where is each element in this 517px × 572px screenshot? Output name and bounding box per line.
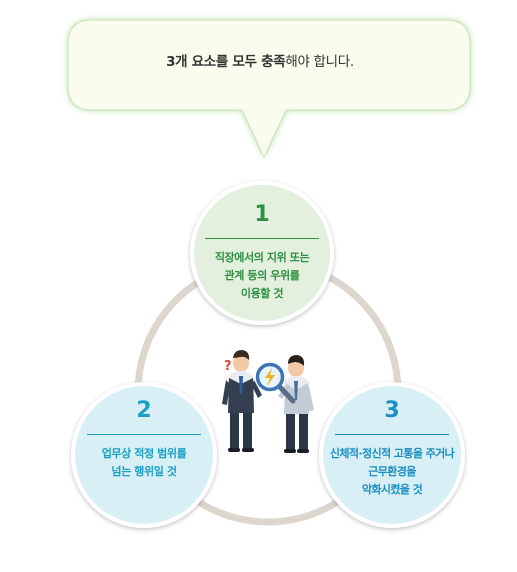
callout-rest-text: 해야 합니다. (285, 54, 354, 70)
lightning-icon (265, 368, 275, 386)
element-3-line: 근무환경을 (368, 465, 416, 478)
callout-text: 3개 요소를 모두 충족해야 합니다. (70, 50, 450, 70)
element-1-circle (190, 181, 334, 325)
person-right-figure (278, 355, 314, 453)
element-1: 1 직장에서의 지위 또는 관계 등의 우위를 이용할 것 (202, 202, 322, 303)
element-2-line: 넘는 행위일 것 (111, 465, 177, 478)
element-3-divider (335, 434, 449, 435)
element-1-line: 이용할 것 (240, 287, 284, 300)
element-2-divider (87, 434, 201, 435)
element-1-text: 직장에서의 지위 또는 관계 등의 우위를 이용할 것 (202, 249, 322, 303)
element-3-text: 신체적·정신적 고통을 주거나 근무환경을 악화시켰을 것 (326, 445, 458, 499)
element-1-line: 직장에서의 지위 또는 (214, 251, 310, 264)
element-2: 2 업무상 적정 범위를 넘는 행위일 것 (84, 398, 204, 481)
element-1-divider (205, 238, 319, 239)
element-3-circle (319, 382, 465, 528)
element-2-number: 2 (136, 398, 152, 423)
magnifier-icon (255, 362, 296, 404)
business-people-illustration: ? (222, 350, 314, 453)
element-3-number: 3 (384, 398, 400, 423)
element-2-line: 업무상 적정 범위를 (101, 447, 187, 460)
element-2-text: 업무상 적정 범위를 넘는 행위일 것 (84, 445, 204, 481)
element-3: 3 신체적·정신적 고통을 주거나 근무환경을 악화시켰을 것 (326, 398, 458, 499)
callout-bubble (67, 19, 471, 159)
callout-strong-text: 3개 요소를 모두 충족 (166, 54, 286, 70)
element-3-line: 악화시켰을 것 (361, 483, 423, 496)
question-mark-icon: ? (224, 359, 232, 374)
element-1-line: 관계 등의 우위를 (224, 269, 300, 282)
element-2-circle (71, 382, 217, 528)
person-left-figure (222, 350, 262, 452)
element-1-number: 1 (254, 202, 270, 227)
element-3-line: 신체적·정신적 고통을 주거나 (329, 447, 455, 460)
